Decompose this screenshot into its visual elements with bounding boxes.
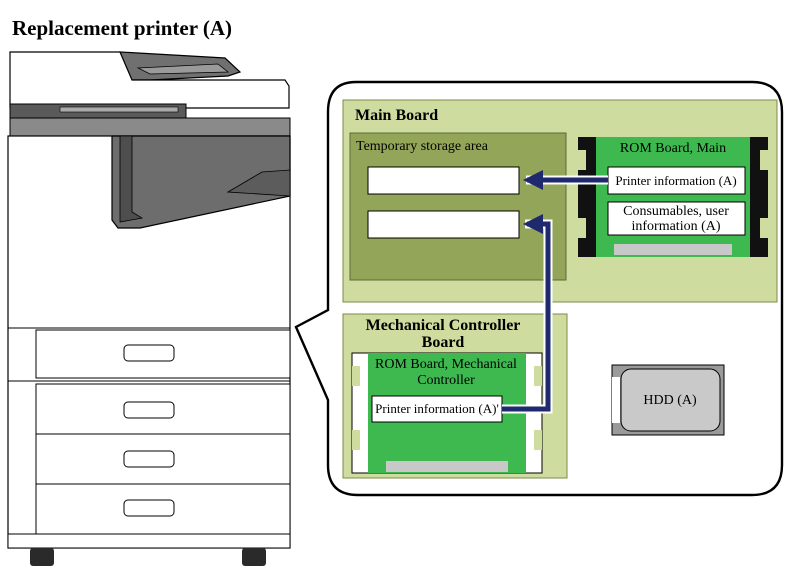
rom-main-notch — [760, 150, 768, 170]
rom-main-board — [596, 137, 750, 257]
rom-main-printer-info-box — [607, 166, 746, 195]
rom-mech-printer-info-box — [371, 395, 503, 423]
rom-board-main: ROM Board, Main Printer information (A) … — [578, 137, 768, 257]
caster — [30, 548, 54, 566]
arrow-mech-to-storage — [502, 214, 551, 412]
rom-mech-title-line2: Controller — [417, 373, 475, 388]
output-cavity — [111, 135, 291, 229]
temp-storage-slot-2 — [367, 210, 520, 239]
output-tray — [226, 169, 291, 197]
temp-storage-area — [349, 132, 567, 281]
temp-storage-slot-1 — [367, 166, 520, 195]
rom-main-notch — [578, 218, 586, 238]
rom-main-notch — [578, 150, 586, 170]
rom-main-consumables-line2: information (A) — [631, 219, 720, 234]
cavity-pillar — [119, 135, 144, 223]
printer-illustration — [7, 51, 291, 566]
rom-mech-title-line1: ROM Board, Mechanical — [375, 357, 517, 372]
temp-storage-title: Temporary storage area — [356, 139, 489, 154]
rom-mech-notch — [534, 430, 542, 450]
rom-mech-printer-info: Printer information (A)' — [375, 401, 499, 416]
rom-main-notch — [760, 218, 768, 238]
drawer-handle — [123, 450, 175, 468]
rom-mech-notch — [534, 366, 542, 386]
hdd-body — [620, 368, 721, 432]
main-board-title: Main Board — [355, 107, 438, 124]
adf-tray — [136, 63, 230, 75]
diagram-title: Replacement printer (A) — [12, 16, 232, 40]
rom-main-title: ROM Board, Main — [620, 141, 726, 156]
rom-mech-notch — [352, 430, 360, 450]
mech-board-title-line1: Mechanical Controller — [366, 317, 521, 334]
rom-main-consumables-line1: Consumables, user — [623, 204, 729, 219]
rom-main-consumables-box — [607, 201, 746, 236]
scanner-base — [9, 117, 291, 137]
rom-board-mech: ROM Board, Mechanical Controller Printer… — [351, 352, 543, 474]
drawer-handle — [123, 344, 175, 362]
drawer-handle — [123, 499, 175, 517]
drawer-handle — [123, 401, 175, 419]
caster — [242, 548, 266, 566]
hdd-label: HDD (A) — [643, 393, 697, 408]
control-panel-display — [59, 106, 179, 113]
rom-main-connector — [614, 244, 732, 255]
rom-mech-connector — [386, 461, 508, 472]
mech-board-title-line2: Board — [422, 334, 465, 351]
rom-mech-notch — [352, 366, 360, 386]
printer-base — [7, 533, 291, 549]
rom-main-printer-info: Printer information (A) — [615, 173, 736, 188]
hdd-notch — [612, 377, 620, 423]
hdd: HDD (A) — [611, 364, 725, 436]
